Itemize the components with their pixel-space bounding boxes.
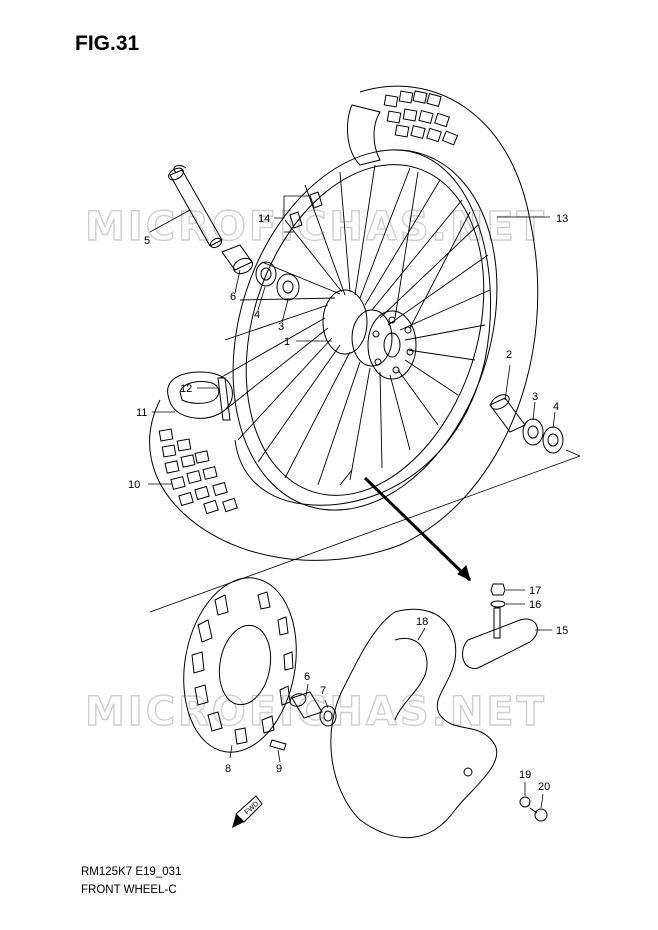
spoke-nipple-2 bbox=[289, 211, 303, 229]
rim-band bbox=[217, 377, 231, 421]
tire-inner-edge bbox=[234, 149, 491, 506]
fwd-direction-mark: FWD bbox=[232, 795, 263, 828]
fasteners bbox=[519, 796, 548, 822]
callout-13: 13 bbox=[556, 213, 568, 225]
callout-14: 14 bbox=[258, 213, 270, 225]
explode-arrow-line bbox=[363, 476, 472, 582]
oil-seal-left bbox=[255, 261, 277, 287]
disc-cutouts bbox=[191, 591, 294, 745]
axle bbox=[169, 165, 223, 247]
bearing-right bbox=[522, 418, 544, 446]
lower-spacer-seal bbox=[289, 691, 337, 727]
section-name: FRONT WHEEL-C bbox=[81, 884, 177, 896]
callout-4-left: 4 bbox=[254, 309, 260, 321]
callout-20: 20 bbox=[538, 781, 550, 793]
callout-9: 9 bbox=[276, 763, 282, 775]
valve-nut bbox=[490, 583, 506, 596]
brake-disc bbox=[183, 577, 297, 753]
valve-parts bbox=[462, 583, 538, 669]
callout-3-right: 3 bbox=[532, 391, 538, 403]
callout-10: 10 bbox=[128, 479, 140, 491]
axle-parts bbox=[168, 165, 323, 301]
inner-tube bbox=[167, 371, 233, 419]
callout-18: 18 bbox=[416, 616, 428, 628]
disc-cover bbox=[330, 608, 498, 839]
callout-11: 11 bbox=[136, 407, 147, 419]
model-code: RM125K7 E19_031 bbox=[81, 866, 182, 878]
hub-bore bbox=[383, 332, 401, 358]
valve-washer bbox=[490, 600, 506, 608]
washer-19 bbox=[519, 796, 531, 808]
callout-17: 17 bbox=[529, 585, 541, 597]
rim-lock-body bbox=[462, 618, 538, 669]
tread-top bbox=[347, 90, 459, 166]
hub-flange-left bbox=[322, 289, 368, 355]
disc-bolt bbox=[269, 739, 287, 751]
watermark-bottom: MICROFICHAS.NET bbox=[85, 689, 547, 735]
rim-inner bbox=[245, 164, 485, 496]
callout-16: 16 bbox=[529, 599, 541, 611]
callout-6-bottom: 6 bbox=[304, 671, 310, 683]
rim-outer bbox=[232, 149, 498, 511]
right-hub-parts bbox=[489, 394, 564, 454]
watermark-top: MICROFICHAS.NET bbox=[85, 204, 547, 250]
watermarks: MICROFICHAS.NET MICROFICHAS.NET bbox=[84, 203, 547, 735]
callout-8: 8 bbox=[225, 763, 231, 775]
bearing-left bbox=[276, 273, 300, 301]
callout-3-left: 3 bbox=[278, 321, 284, 333]
screw-20 bbox=[534, 808, 548, 822]
callout-12: 12 bbox=[180, 383, 192, 395]
callout-4-right: 4 bbox=[553, 401, 559, 413]
callout-5: 5 bbox=[144, 235, 150, 247]
spoke-nipple bbox=[309, 191, 323, 209]
oil-seal-right bbox=[542, 426, 564, 454]
guide-lines bbox=[149, 449, 581, 613]
rim-valve-stem bbox=[339, 469, 353, 486]
leader-lines bbox=[148, 195, 556, 809]
callout-2: 2 bbox=[506, 349, 512, 361]
rim-lock-stem bbox=[493, 607, 501, 639]
figure-title: FIG.31 bbox=[75, 32, 140, 55]
hub-flange-right bbox=[367, 310, 417, 380]
tire-outline bbox=[149, 85, 539, 561]
tread-left bbox=[158, 428, 238, 515]
callout-labels: 1 2 3 3 4 4 5 6 6 7 8 9 10 11 12 13 14 1… bbox=[128, 213, 568, 793]
callout-19: 19 bbox=[519, 769, 531, 781]
callout-7: 7 bbox=[320, 685, 326, 697]
callout-6-top: 6 bbox=[230, 291, 236, 303]
callout-15: 15 bbox=[556, 625, 568, 637]
wheel-assembly bbox=[149, 85, 539, 582]
disc-mount-bolt-holes bbox=[372, 316, 414, 374]
callout-1: 1 bbox=[284, 336, 290, 348]
explode-arrow-head bbox=[457, 565, 471, 581]
spokes bbox=[219, 164, 491, 486]
disc-cover-hole bbox=[463, 767, 473, 777]
